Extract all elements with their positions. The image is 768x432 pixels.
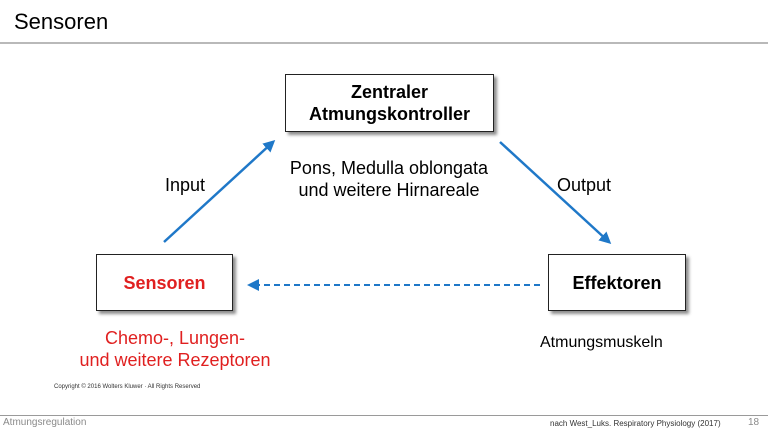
sensors-description-line2: und weitere Rezeptoren — [79, 350, 271, 370]
output-label: Output — [557, 175, 612, 195]
central-description-line1: Pons, Medulla oblongata — [289, 158, 489, 178]
footer-divider — [0, 415, 768, 416]
input-arrow — [163, 139, 276, 243]
sensors-box: Sensoren — [96, 254, 233, 311]
slide-title: Sensoren — [14, 9, 109, 34]
input-label: Input — [165, 175, 206, 195]
central-description-line2: und weitere Hirnareale — [298, 180, 480, 200]
copyright-notice: Copyright © 2016 Wolters Kluwer · All Ri… — [54, 384, 201, 390]
page-number: 18 — [748, 417, 760, 428]
central-controller-description: Pons, Medulla oblongata und weitere Hirn… — [261, 157, 517, 201]
central-controller-line1: Zentraler — [350, 82, 428, 102]
effectors-description: Atmungsmuskeln — [540, 334, 663, 351]
sensors-description: Chemo-, Lungen- und weitere Rezeptoren — [60, 327, 290, 371]
sensors-description-line1: Chemo-, Lungen- — [104, 328, 246, 348]
title-divider — [0, 42, 768, 44]
footer-source: nach West_Luks. Respiratory Physiology (… — [550, 419, 721, 428]
sensors-box-label: Sensoren — [123, 272, 206, 293]
footer-section-title: Atmungsregulation — [3, 417, 87, 428]
output-arrow — [499, 141, 612, 245]
effectors-box-label: Effektoren — [572, 272, 662, 293]
central-controller-box: Zentraler Atmungskontroller — [285, 74, 494, 132]
central-controller-line2: Atmungskontroller — [308, 104, 470, 124]
effectors-box: Effektoren — [548, 254, 686, 311]
